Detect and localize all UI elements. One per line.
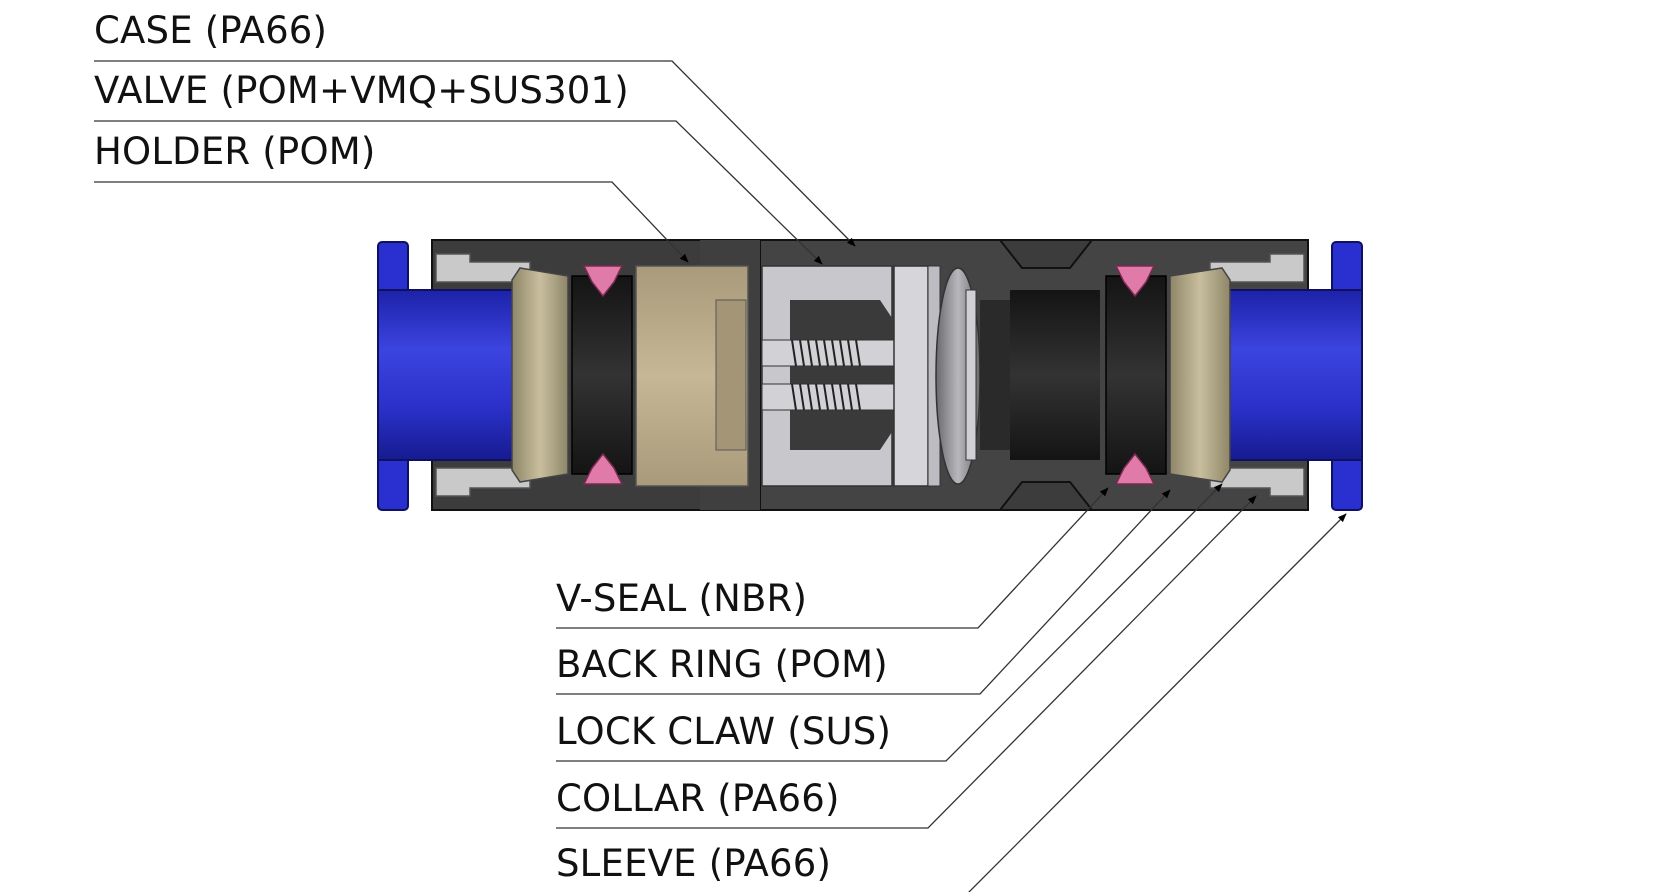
back-ring-right [1114, 265, 1156, 485]
label-valve: VALVE (POM+VMQ+SUS301) [94, 69, 629, 112]
leader-lines [94, 60, 1347, 892]
v-seal-right [1105, 275, 1167, 475]
label-lock-claw: LOCK CLAW (SUS) [556, 710, 892, 753]
lock-claw-right [1169, 267, 1231, 483]
lock-claw-left [511, 267, 569, 483]
label-holder: HOLDER (POM) [94, 130, 376, 173]
v-seal-left [571, 275, 633, 475]
bore [980, 290, 1100, 460]
back-ring-left [582, 265, 624, 485]
valve-part [761, 265, 981, 487]
holder-part [635, 265, 749, 487]
label-back-ring: BACK RING (POM) [556, 643, 888, 686]
label-collar: COLLAR (PA66) [556, 777, 840, 820]
label-case: CASE (PA66) [94, 9, 328, 52]
spring [791, 339, 861, 411]
label-sleeve: SLEEVE (PA66) [556, 842, 832, 885]
collar-right [1209, 253, 1305, 497]
label-v-seal: V-SEAL (NBR) [556, 577, 808, 620]
collar-left [435, 253, 531, 497]
